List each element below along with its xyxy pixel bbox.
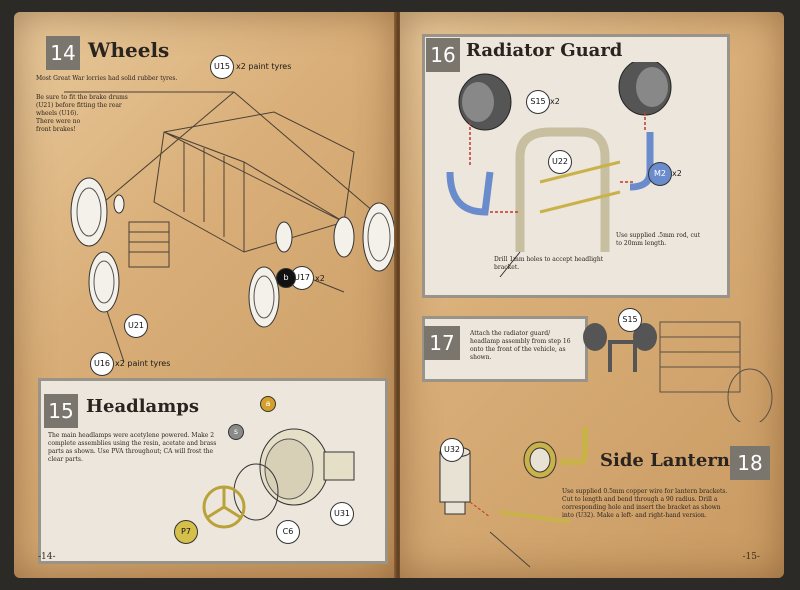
wheel-left-rear — [88, 251, 120, 313]
step-16-number: 16 — [426, 38, 460, 72]
side-lantern-diagram — [439, 427, 588, 568]
lorry-wheels-diagram — [64, 91, 394, 363]
wheels-title: Wheels — [88, 38, 170, 62]
u17-note: x2 — [315, 274, 325, 283]
wheel-front-right — [248, 266, 280, 328]
step-17-number: 17 — [424, 326, 460, 360]
step-17-text: Attach the radiator guard/ headlamp asse… — [470, 330, 571, 361]
s15-callout: S15 — [526, 90, 550, 114]
left-page-number: -14- — [38, 552, 56, 562]
u21-callout: U21 — [124, 314, 148, 338]
u22-callout: U22 — [548, 150, 572, 174]
c6-callout: C6 — [276, 520, 300, 544]
wheels-note-tyres: Most Great War lorries had solid rubber … — [36, 75, 178, 82]
u16-note: x2 paint tyres — [115, 359, 171, 368]
paint-a-callout: a — [260, 396, 276, 412]
wheel-rear-right — [333, 202, 394, 272]
left-page: 14 Wheels Most Great War lorries had sol… — [14, 12, 396, 578]
u32-callout: U32 — [440, 438, 464, 462]
p7-callout: P7 — [174, 520, 198, 544]
paint-b-callout: b — [276, 268, 296, 288]
step-15-number: 15 — [44, 394, 78, 428]
radiator-guard-diagram — [446, 62, 672, 278]
vehicle-front-diagram — [583, 321, 773, 422]
paint-s-callout: s — [228, 424, 244, 440]
step-18-number: 18 — [730, 446, 770, 480]
u15-callout: U15 — [210, 55, 234, 79]
brake-drum-front — [113, 194, 125, 214]
right-page: 16 Radiator Guard S15 x2 U22 M2 x2 Use s… — [400, 12, 784, 578]
rod-note: Use supplied .5mm rod, cut to 20mm lengt… — [616, 232, 701, 247]
step-14-number: 14 — [46, 36, 80, 70]
wheels-note-no-front-brakes: There were no front brakes! — [36, 118, 81, 133]
wheels-note-brake-drums: Be sure to fit the brake drums (U21) bef… — [36, 94, 128, 117]
booklet-spine — [394, 12, 402, 578]
right-page-number: -15- — [742, 552, 760, 562]
brake-drum-rear — [275, 221, 293, 253]
wheel-left-front — [70, 177, 108, 247]
headlamps-title: Headlamps — [86, 396, 199, 417]
s15-step17-callout: S15 — [618, 308, 642, 332]
radiator-guard-title: Radiator Guard — [466, 40, 623, 61]
u31-callout: U31 — [330, 502, 354, 526]
headlamps-text: The main headlamps were acetylene powere… — [48, 432, 217, 463]
m2-count: x2 — [672, 169, 682, 178]
drill-note: Drill 1mm holes to accept headlight brac… — [494, 256, 604, 271]
s15-count: x2 — [550, 97, 560, 106]
headlamp-diagram — [202, 428, 355, 529]
m2-callout: M2 — [648, 162, 672, 186]
side-lanterns-text: Use supplied 0.5mm copper wire for lante… — [562, 488, 728, 519]
side-lanterns-title: Side Lanterns — [600, 450, 741, 471]
u16-callout: U16 — [90, 352, 114, 376]
u15-note: x2 paint tyres — [236, 62, 292, 71]
